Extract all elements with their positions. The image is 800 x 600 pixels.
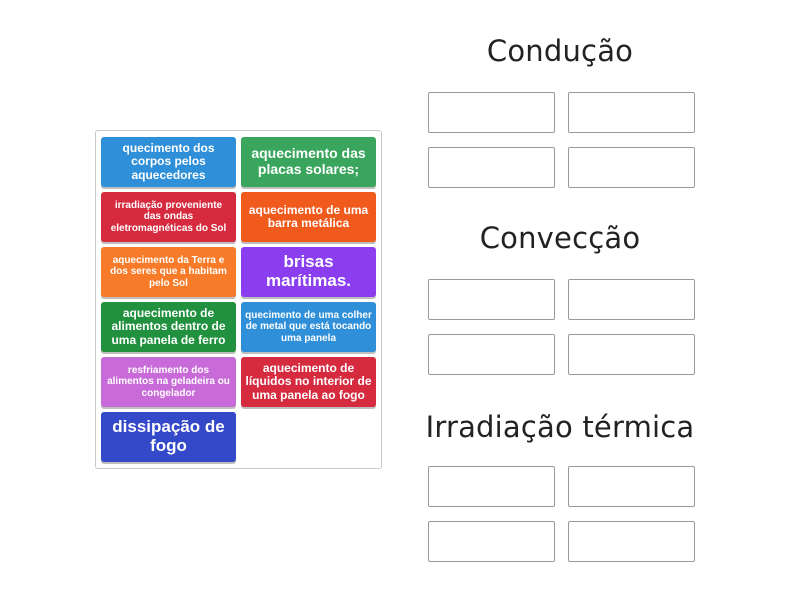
- drop-slot[interactable]: [428, 279, 555, 320]
- drop-slot[interactable]: [568, 92, 695, 133]
- drop-slot[interactable]: [428, 334, 555, 375]
- draggable-card[interactable]: aquecimento de líquidos no interior de u…: [241, 357, 376, 407]
- draggable-card[interactable]: aquecimento da Terra e dos seres que a h…: [101, 247, 236, 297]
- drop-slot[interactable]: [568, 466, 695, 507]
- drop-slot[interactable]: [428, 92, 555, 133]
- draggable-card[interactable]: irradiação proveniente das ondas eletrom…: [101, 192, 236, 242]
- category-title-conducao: Condução: [486, 34, 634, 68]
- drop-slot[interactable]: [568, 334, 695, 375]
- drop-slot[interactable]: [568, 147, 695, 188]
- drop-slot[interactable]: [428, 147, 555, 188]
- draggable-card[interactable]: aquecimento de alimentos dentro de uma p…: [101, 302, 236, 352]
- draggable-card[interactable]: dissipação de fogo: [101, 412, 236, 462]
- draggable-card[interactable]: aquecimento de uma barra metálica: [241, 192, 376, 242]
- draggable-card[interactable]: brisas marítimas.: [241, 247, 376, 297]
- draggable-card[interactable]: resfriamento dos alimentos na geladeira …: [101, 357, 236, 407]
- drop-slot[interactable]: [568, 521, 695, 562]
- draggable-card[interactable]: aquecimento das placas solares;: [241, 137, 376, 187]
- drop-slot[interactable]: [428, 521, 555, 562]
- card-bank: quecimento dos corpos pelos aquecedores …: [95, 130, 382, 469]
- drop-slot[interactable]: [568, 279, 695, 320]
- category-title-irradiacao: Irradiação térmica: [425, 410, 695, 444]
- drop-slot[interactable]: [428, 466, 555, 507]
- category-title-conveccao: Convecção: [479, 221, 641, 255]
- draggable-card[interactable]: quecimento de uma colher de metal que es…: [241, 302, 376, 352]
- draggable-card[interactable]: quecimento dos corpos pelos aquecedores: [101, 137, 236, 187]
